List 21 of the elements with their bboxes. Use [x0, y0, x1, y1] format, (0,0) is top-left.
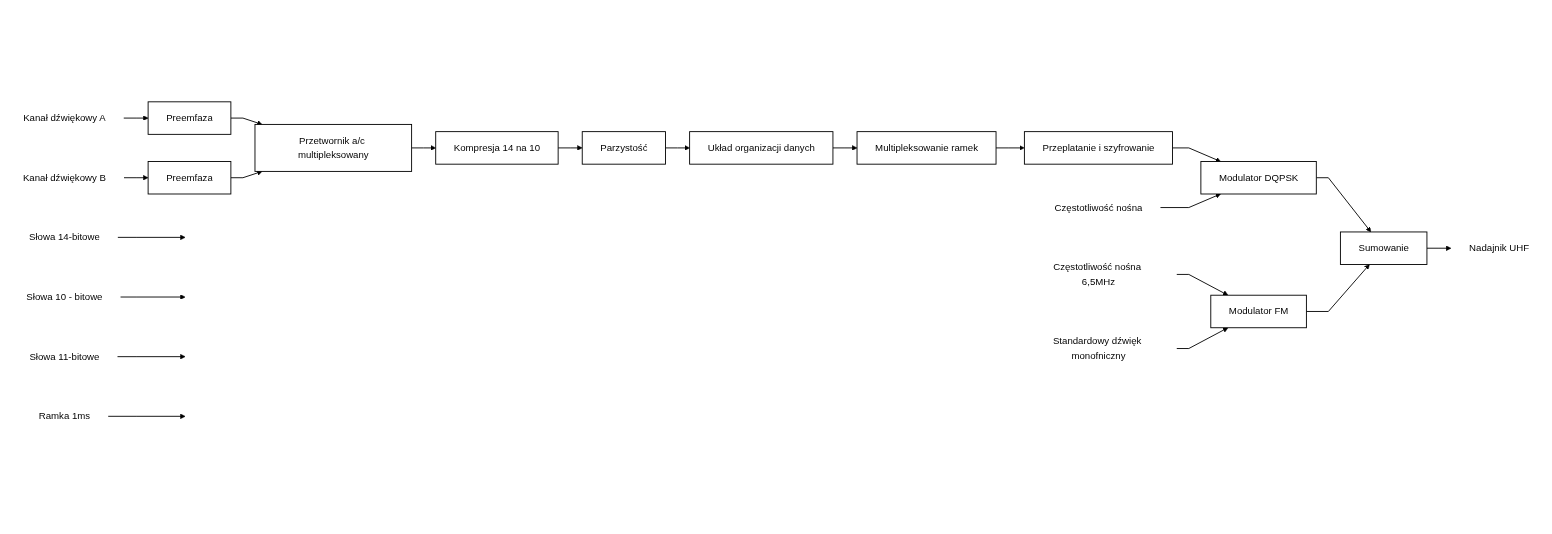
- node-box: Kompresja 14 na 10: [435, 131, 559, 165]
- node-text: Słowa 10 - bitowe: [26, 291, 103, 302]
- node-text: Ramka 1ms: [38, 410, 91, 421]
- node-box: Sumowanie: [1339, 231, 1428, 265]
- node-text: Częstotliwość nośna: [1054, 201, 1143, 213]
- node-box: Przetwornik a/c multipleksowany: [254, 123, 413, 172]
- node-text: Kanał dźwiękowy B: [22, 172, 106, 183]
- node-box: Układ organizacji danych: [689, 131, 834, 165]
- node-text: Słowa 11-bitowe: [29, 351, 100, 362]
- node-text: Nadajnik UHF: [1469, 242, 1530, 253]
- node-text: Częstotliwość nośna 6,5MHz: [1053, 261, 1142, 287]
- node-text: Standardowy dźwięk monofniczny: [1052, 335, 1142, 361]
- node-box: Parzystość: [581, 131, 666, 165]
- node-box: Przeplatanie i szyfrowanie: [1023, 131, 1173, 165]
- node-box: Modulator DQPSK: [1200, 160, 1317, 195]
- node-text: Słowa 14-bitowe: [29, 231, 100, 242]
- node-box: Modulator FM: [1210, 294, 1307, 328]
- node-box: Preemfaza: [147, 101, 232, 135]
- node-box: Preemfaza: [147, 160, 232, 195]
- node-box: Multipleksowanie ramek: [856, 131, 997, 165]
- node-text: Kanał dźwiękowy A: [23, 112, 106, 123]
